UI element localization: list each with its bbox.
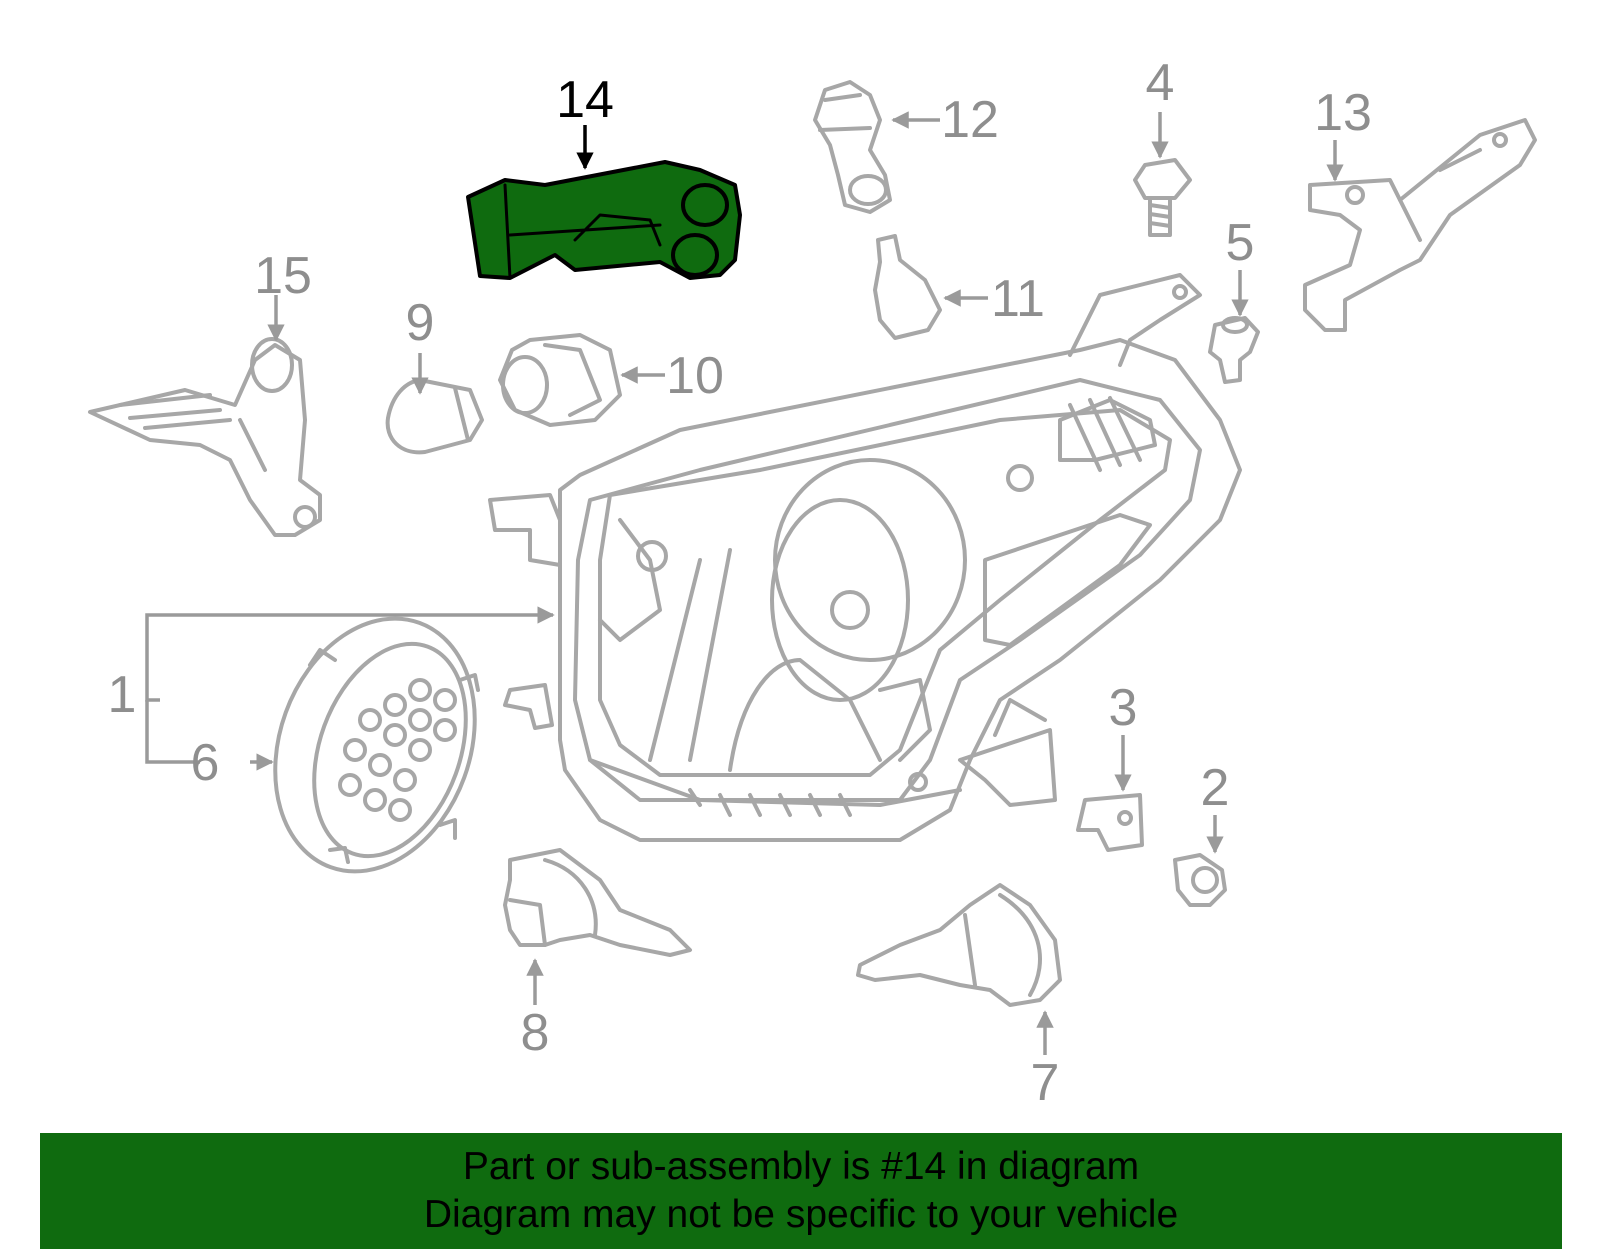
part-info-banner: Part or sub-assembly is #14 in diagram D… [40, 1133, 1562, 1249]
bulb-12[interactable] [813, 80, 892, 214]
bulb-11[interactable] [873, 234, 942, 340]
bolt-4[interactable] [1133, 158, 1192, 237]
callout-3: 3 [1109, 679, 1138, 737]
callout-12: 12 [941, 91, 999, 149]
callout-6: 6 [191, 734, 220, 792]
highlighted-part-14[interactable] [466, 160, 742, 280]
screw-clip-2[interactable] [1173, 853, 1227, 907]
callout-4: 4 [1146, 54, 1175, 112]
callout-15: 15 [254, 247, 312, 305]
headlamp-assembly[interactable] [488, 273, 1242, 842]
clip-nut-3[interactable] [1076, 793, 1144, 852]
banner-line-part: Part or sub-assembly is #14 in diagram [462, 1145, 1140, 1188]
callout-7: 7 [1031, 1054, 1060, 1112]
wedge-bulb-9[interactable] [385, 378, 484, 455]
callout-10: 10 [666, 347, 724, 405]
socket-cap[interactable] [241, 590, 508, 899]
bracket-15[interactable] [88, 337, 322, 537]
bracket-13[interactable] [1303, 118, 1537, 332]
clip-5[interactable] [1208, 316, 1260, 384]
callout-2: 2 [1201, 759, 1230, 817]
callout-13: 13 [1314, 84, 1372, 142]
callout-8: 8 [521, 1004, 550, 1062]
callout-1: 1 [108, 666, 137, 724]
halogen-bulb-8[interactable] [503, 848, 692, 957]
banner-line-disclaimer: Diagram may not be specific to your vehi… [423, 1193, 1179, 1236]
callout-labels: 14 12 11 10 9 15 4 5 13 3 2 1 6 8 7 [108, 54, 1372, 1112]
leader-lines [145, 111, 1344, 1055]
callout-9: 9 [406, 294, 435, 352]
halogen-bulb-7[interactable] [856, 883, 1062, 1007]
callout-11: 11 [991, 270, 1045, 328]
bulb-socket-10[interactable] [498, 333, 622, 427]
callout-5: 5 [1226, 214, 1255, 272]
callout-14: 14 [556, 71, 614, 129]
